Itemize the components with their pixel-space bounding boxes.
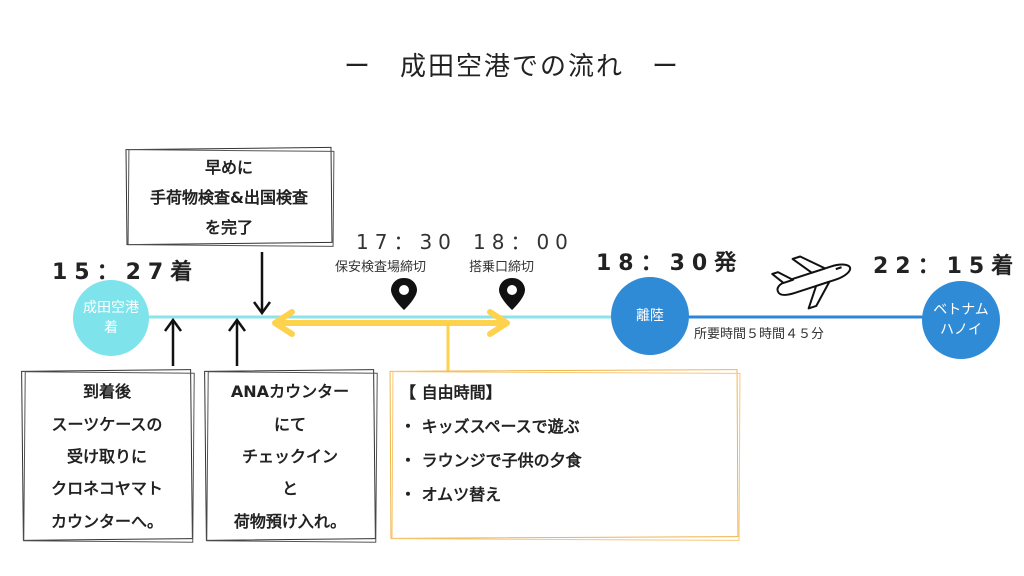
free-time-item: ・ ラウンジで子供の夕食 — [400, 451, 582, 470]
narita-circle: 成田空港 着 — [73, 280, 149, 356]
down-arrow-early — [252, 252, 272, 316]
early-box-line: 手荷物検査&出国検査 — [150, 188, 308, 207]
hanoi-circle-line2: ハノイ — [940, 322, 982, 338]
luggage-box-line: スーツケースの — [51, 414, 163, 434]
luggage-box-line: カウンターへ。 — [50, 511, 163, 531]
up-arrow-luggage — [163, 317, 183, 366]
early-box-line: を完了 — [204, 218, 253, 237]
departure-circle: 離陸 — [611, 277, 689, 355]
hanoi-circle-line1: ベトナム — [933, 302, 989, 318]
early-check-box: 早めに 手荷物検査&出国検査 を完了 — [125, 146, 335, 247]
flight-duration: 所要時間５時間４５分 — [694, 327, 825, 342]
early-box-line: 早めに — [204, 158, 253, 177]
free-time-item: ・ キッズスペースで遊ぶ — [400, 417, 580, 436]
free-time-header: 【 自由時間】 — [400, 383, 502, 402]
luggage-box: 到着後 スーツケースの 受け取りに クロネコヤマト カウンターへ。 — [21, 369, 195, 543]
ana-box-line: と — [281, 479, 298, 499]
departure-time: 18：30発 — [596, 251, 744, 276]
security-label: 保安検査場締切 — [335, 260, 427, 275]
airplane-icon — [771, 255, 852, 310]
arrival-time: 15：27着 — [52, 260, 200, 285]
boarding-time: 18：00 — [473, 230, 574, 254]
free-time-item: ・ オムツ替え — [400, 485, 502, 504]
luggage-box-line: 受け取りに — [66, 446, 147, 466]
departure-circle-label: 離陸 — [636, 308, 664, 324]
hanoi-circle: ベトナム ハノイ — [922, 281, 1000, 359]
map-pin-icon — [391, 278, 417, 310]
ana-box-line: ANAカウンター — [230, 382, 350, 402]
boarding-label: 搭乗口締切 — [469, 260, 535, 275]
luggage-box-line: クロネコヤマト — [51, 479, 163, 499]
map-pin-icon — [499, 278, 525, 310]
hanoi-arrival-time: 22：15着 — [873, 254, 1021, 279]
ana-box-line: チェックイン — [241, 446, 338, 466]
up-arrow-ana — [227, 317, 247, 366]
ana-box-line: 荷物預け入れ。 — [233, 511, 347, 531]
free-time-arrow — [272, 309, 510, 372]
free-time-box: 【 自由時間】 ・ キッズスペースで遊ぶ ・ ラウンジで子供の夕食 ・ オムツ替… — [389, 369, 741, 541]
narita-circle-line1: 成田空港 — [83, 300, 139, 316]
luggage-box-line: 到着後 — [82, 382, 131, 402]
ana-box-line: にて — [273, 414, 306, 434]
ana-checkin-box: ANAカウンター にて チェックイン と 荷物預け入れ。 — [204, 369, 378, 543]
security-time: 17：30 — [356, 230, 457, 254]
page-title: ー 成田空港での流れ ー — [343, 52, 680, 82]
narita-circle-line2: 着 — [104, 320, 118, 336]
